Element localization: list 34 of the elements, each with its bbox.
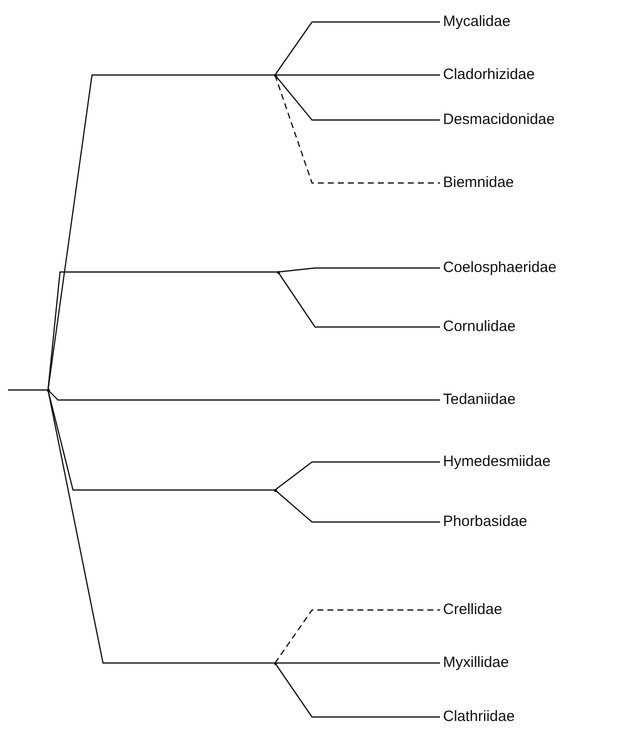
branch-line: [47, 74, 275, 390]
branch-line: [47, 390, 275, 491]
branch-point: [46, 388, 50, 392]
taxon-label: Biemnidae: [440, 173, 514, 193]
branch-line: [274, 21, 440, 76]
branch-point: [276, 270, 280, 274]
branch-point: [274, 74, 276, 76]
branch-line: [274, 662, 440, 718]
taxon-label: Desmacidonidae: [440, 110, 555, 130]
taxon-label: Tedaniidae: [440, 390, 516, 410]
branch-line: [274, 609, 440, 664]
taxon-label: Crellidae: [440, 600, 502, 620]
branch-line: [278, 272, 440, 328]
taxon-label: Cladorhizidae: [440, 65, 535, 85]
branch-line: [47, 390, 275, 664]
branch-line: [47, 271, 278, 390]
taxon-label: Phorbasidae: [440, 512, 528, 532]
branch-line: [274, 490, 440, 523]
taxon-label: Coelosphaeridae: [440, 258, 556, 278]
branch-line: [8, 389, 48, 391]
branch-line: [275, 74, 440, 76]
taxon-label: Hymedesmiidae: [440, 452, 551, 472]
branch-line: [274, 74, 440, 184]
branch-line: [274, 74, 440, 121]
branch-line: [48, 390, 440, 401]
taxon-label: Cornulidae: [440, 317, 516, 337]
branch-point: [274, 662, 276, 664]
taxon-label: Myxillidae: [440, 653, 509, 673]
taxon-label: Clathriidae: [440, 707, 515, 727]
branch-point: [274, 488, 276, 492]
branch-line: [275, 662, 440, 664]
branch-line: [278, 267, 440, 273]
taxon-label: Mycalidae: [440, 12, 511, 32]
branch-line: [274, 461, 440, 490]
